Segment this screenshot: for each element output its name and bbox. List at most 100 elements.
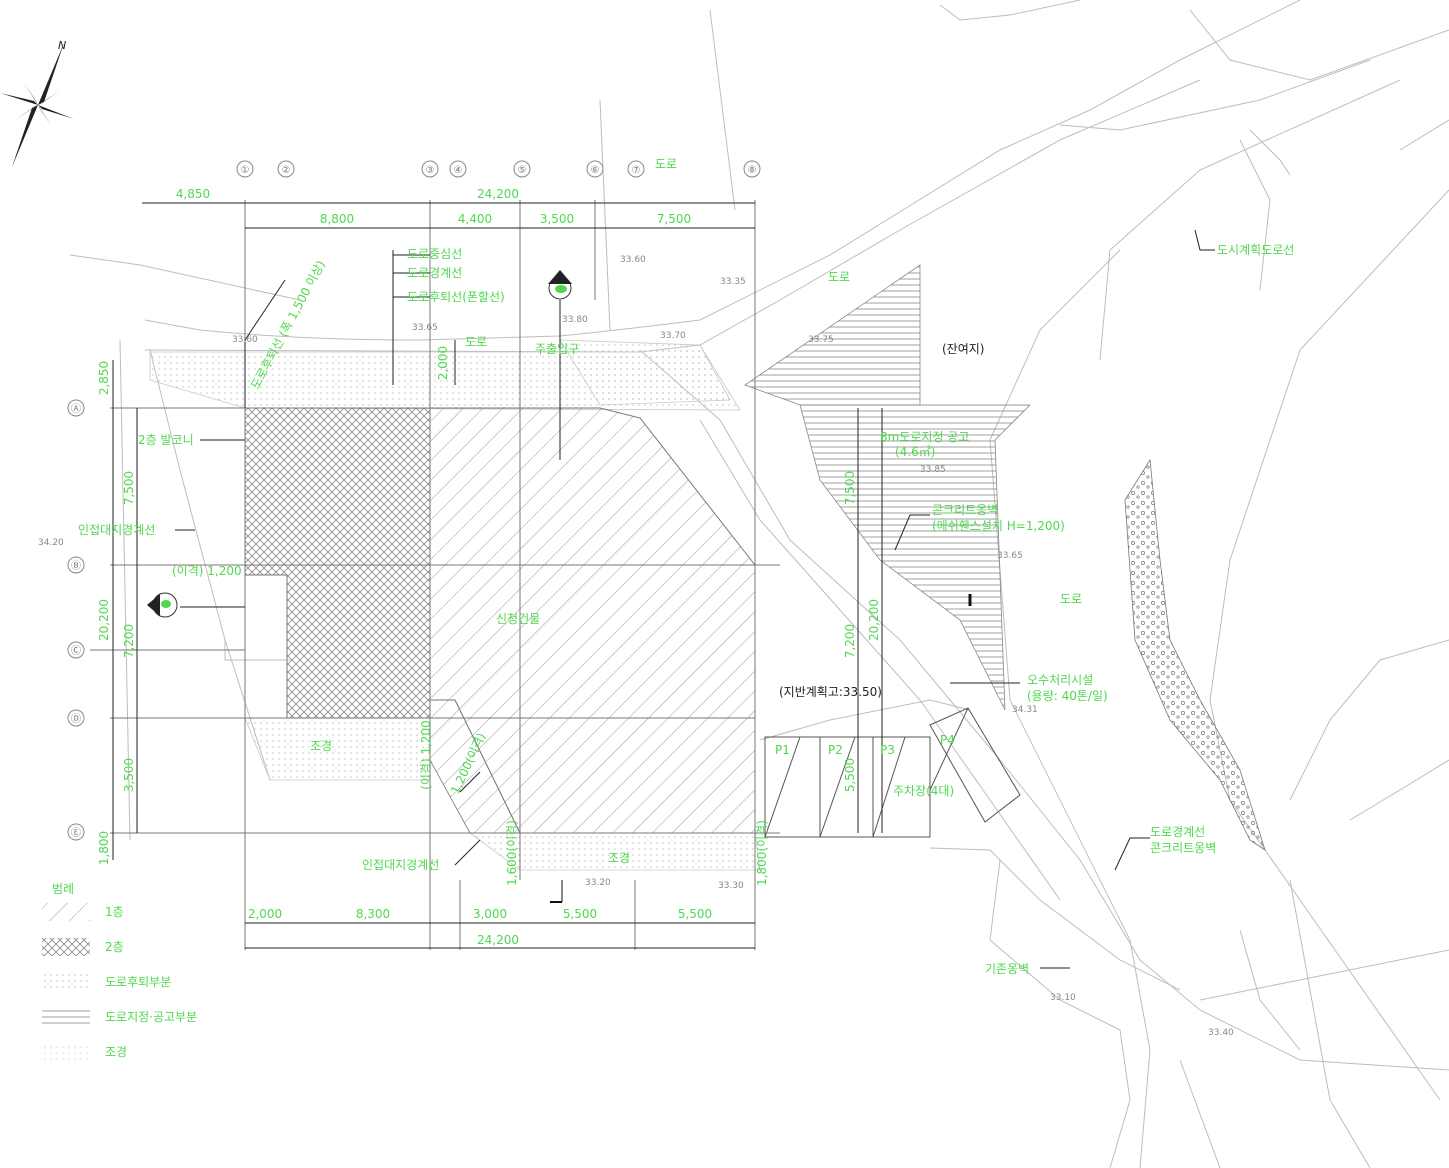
label-retaining-wall: 콘크리트옹벽 [932, 503, 998, 517]
spot-level: 33.85 [920, 465, 946, 475]
label-sewage: 오수처리시설 [1027, 673, 1093, 687]
label-sewage-sub: (용량: 40톤/일) [1027, 689, 1108, 703]
label-parking-slot-2: P2 [828, 743, 843, 757]
leader-lines [175, 229, 1215, 969]
svg-text:Ⓔ: Ⓔ [71, 827, 81, 839]
spot-levels: 33.6033.6533.8033.7033.6033.3533.7533.85… [38, 255, 1234, 1038]
entrance-marker-top [548, 270, 572, 300]
label-main-entrance: 주출입구 [535, 342, 579, 356]
spot-level: 33.20 [585, 878, 611, 888]
label-road-boundary-right-sub: 콘크리트옹벽 [1150, 841, 1216, 855]
label-road-mid: 도로 [465, 335, 487, 349]
spot-level: 33.60 [620, 255, 646, 265]
grid-marker-top-8: ⑧ [743, 160, 761, 178]
spot-level: 33.65 [997, 551, 1023, 561]
retaining-wall-strip [1124, 458, 1266, 851]
dim-bottom-span-3: 3,000 [473, 907, 507, 921]
landscape-zone-top [559, 339, 731, 406]
dim-left-outer-3: 1,800 [97, 831, 111, 865]
label-road-boundary: 도로경계선 [407, 266, 462, 280]
label-road-setback: 도로후퇴선(폰할선) [407, 290, 505, 304]
label-adjacent-boundary-bottom: 인접대지경계선 [362, 858, 439, 872]
label-road-center: 도로중심선 [407, 247, 462, 261]
grid-marker-top-7: ⑦ [627, 160, 645, 178]
grid-marker-top-6: ⑥ [586, 160, 604, 178]
legend-item-road-designation: 도로지정·공고부분 [105, 1010, 197, 1024]
grid-marker-top-1: ① [236, 160, 254, 178]
label-parking-slot-1: P1 [775, 743, 790, 757]
dim-left-inner-1: 7,500 [122, 471, 136, 505]
dim-bottom-total: 24,200 [477, 933, 519, 947]
label-existing-wall: 기존옹벽 [985, 962, 1029, 976]
spot-level: 33.30 [718, 881, 744, 891]
label-setback-bottom: 1,600(이격) [505, 820, 519, 886]
label-retaining-wall-sub: (메쉬휀스설치 H=1,200) [932, 519, 1065, 533]
grid-marker-top-3: ③ [421, 160, 439, 178]
spot-level: 33.75 [808, 335, 834, 345]
dimension-labels: 4,850 24,200 8,800 4,400 3,500 7,500 2,8… [97, 187, 881, 947]
svg-text:Ⓑ: Ⓑ [71, 560, 81, 572]
dim-top-total: 24,200 [477, 187, 519, 201]
grid-lines [90, 200, 780, 950]
legend-swatch-road-designation [42, 1008, 90, 1026]
north-arrow-icon: N [0, 39, 74, 167]
svg-text:②: ② [282, 165, 291, 176]
svg-text:Ⓒ: Ⓒ [71, 645, 81, 657]
spot-level: 34.20 [38, 538, 64, 548]
label-parking: 주차장(4대) [893, 784, 954, 798]
label-landscape-bottom: 조경 [608, 851, 630, 865]
label-setback-left: (이격) 1,200 [172, 564, 242, 578]
legend: 범례 1층 2층 도로후퇴부분 도로지정·공고부분 조경 [42, 882, 197, 1061]
dim-bottom-span-1: 2,000 [248, 907, 282, 921]
legend-item-setback: 도로후퇴부분 [105, 975, 171, 989]
dim-top-span-1: 8,800 [320, 212, 354, 226]
svg-text:⑤: ⑤ [518, 165, 527, 176]
label-road-top-marker: 도로 [655, 157, 677, 171]
legend-item-floor-2: 2층 [105, 940, 124, 954]
dim-top-span-2: 4,400 [458, 212, 492, 226]
legend-item-floor-1: 1층 [105, 905, 124, 919]
label-road-corner: 8m도로지정 공고 [880, 430, 969, 444]
grid-marker-left-5: Ⓔ [67, 823, 85, 841]
entrance-marker-left [147, 592, 178, 618]
svg-text:⑦: ⑦ [632, 165, 641, 176]
grid-marker-left-4: Ⓓ [67, 709, 85, 727]
dim-bottom-span-5: 5,500 [678, 907, 712, 921]
dim-bottom-span-2: 8,300 [356, 907, 390, 921]
grid-marker-left-1: Ⓐ [67, 399, 85, 417]
spot-level: 33.80 [562, 315, 588, 325]
spot-level: 33.70 [660, 331, 686, 341]
left-grid-markers: Ⓐ Ⓑ Ⓒ Ⓓ Ⓔ [67, 399, 85, 841]
label-city-planned-road: 도시계획도로선 [1217, 243, 1294, 257]
grid-marker-left-2: Ⓑ [67, 556, 85, 574]
dim-right-3: 5,500 [843, 758, 857, 792]
legend-swatch-floor-1 [42, 903, 90, 921]
label-road-upper: 도로 [828, 270, 850, 284]
dimension-lines [112, 202, 883, 949]
grid-marker-top-2: ② [277, 160, 295, 178]
spot-level: 33.10 [1050, 993, 1076, 1003]
label-adjacent-boundary-left: 인접대지경계선 [78, 523, 155, 537]
building [244, 407, 756, 834]
grid-marker-left-3: Ⓒ [67, 641, 85, 659]
spot-level: 34.31 [1012, 705, 1038, 715]
legend-title: 범례 [52, 882, 74, 896]
dim-top-span-3: 3,500 [540, 212, 574, 226]
label-new-building: 신청건물 [496, 612, 540, 626]
label-road-corner-area: (4.6㎡) [895, 445, 935, 459]
dim-bottom-span-4: 5,500 [563, 907, 597, 921]
label-road-right: 도로 [1060, 592, 1082, 606]
dim-right-2: 7,200 [843, 624, 857, 658]
dim-top-left: 4,850 [176, 187, 210, 201]
north-label: N [58, 39, 66, 52]
dim-left-outer-1: 2,850 [97, 361, 111, 395]
label-parking-slot-3: P3 [880, 743, 895, 757]
spot-level: 33.40 [1208, 1028, 1234, 1038]
label-landscape-left: 조경 [310, 739, 332, 753]
grid-marker-top-4: ④ [449, 160, 467, 178]
label-setback-vertical: (이격) 1,200 [419, 720, 433, 790]
svg-text:⑧: ⑧ [748, 165, 757, 176]
svg-text:Ⓓ: Ⓓ [71, 713, 81, 725]
